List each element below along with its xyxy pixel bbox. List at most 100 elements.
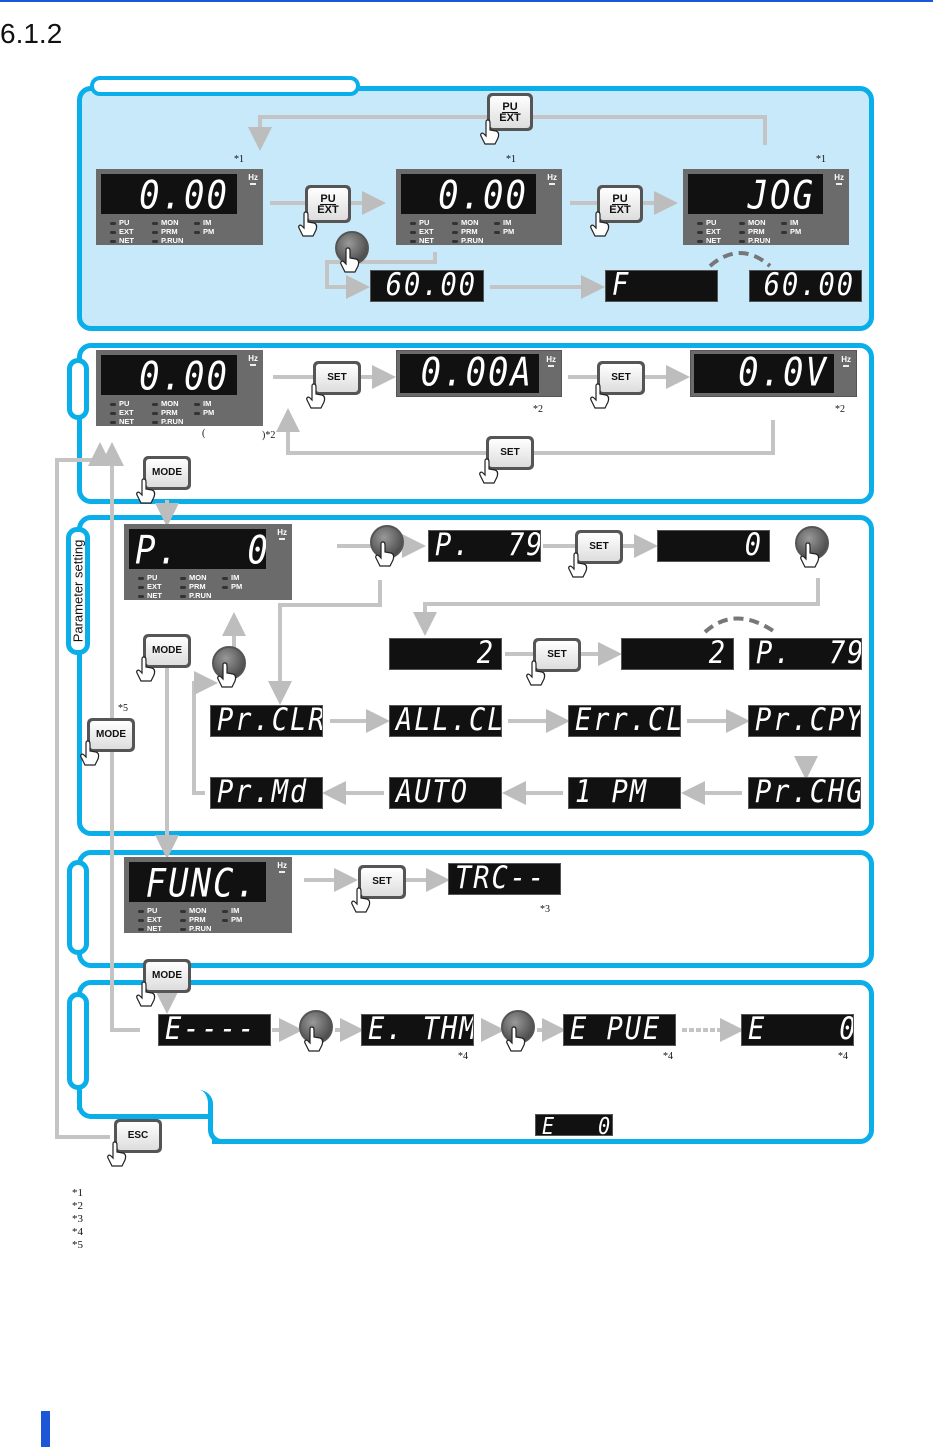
indicator-led-icon	[222, 576, 228, 580]
segment-display: P. 79	[428, 530, 541, 562]
indicator-led-icon	[194, 221, 200, 225]
footnote-ref: *1	[506, 154, 516, 165]
mode-button[interactable]: MODE	[143, 959, 191, 993]
indicator-label: PU	[119, 218, 130, 227]
indicator-prun: P.RUN	[180, 591, 211, 600]
footnote: *2	[72, 1200, 83, 1212]
hand-press-icon	[305, 383, 327, 409]
led-screen: JOG	[688, 174, 823, 214]
footnote-ref: *1	[816, 154, 826, 165]
segment-display: E 0	[535, 1114, 613, 1136]
indicator-label: PRM	[189, 915, 206, 924]
indicator-label: IM	[231, 906, 240, 915]
indicator-pm: PM	[222, 582, 242, 591]
indicator-label: MON	[748, 218, 766, 227]
indicator-label: PU	[706, 218, 717, 227]
indicator-led-icon	[739, 239, 745, 243]
button-face: SET	[316, 364, 358, 392]
mode-button[interactable]: MODE	[143, 456, 191, 490]
blink-arrow	[708, 251, 772, 268]
indicator-prun: P.RUN	[452, 236, 483, 245]
segment-display: AUTO	[389, 777, 502, 809]
hand-press-icon	[135, 656, 157, 682]
arrow	[100, 442, 140, 1032]
indicator-im: IM	[222, 573, 239, 582]
indicator-label: NET	[419, 236, 434, 245]
button-label: SET	[547, 649, 567, 660]
indicator-label: PM	[503, 227, 515, 236]
segment-readout: E. THM	[368, 1014, 474, 1046]
hand-press-icon	[350, 887, 372, 913]
indicator-led-icon	[410, 239, 416, 243]
indicator-label: PU	[119, 399, 130, 408]
indicator-led-icon	[110, 402, 116, 406]
button-label-ext: EXT	[609, 203, 631, 216]
set-button[interactable]: SET	[486, 436, 534, 470]
indicator-im: IM	[194, 218, 211, 227]
mode-button[interactable]: MODE	[143, 634, 191, 668]
indicator-led-icon	[180, 918, 186, 922]
indicator-prm: PRM	[739, 227, 765, 236]
footnote-ref: )*2	[262, 430, 276, 441]
arrow	[192, 671, 218, 795]
indicator-led-icon	[781, 221, 787, 225]
set-button[interactable]: SET	[597, 361, 645, 395]
led-readout: 0.00	[438, 174, 528, 214]
indicator-led-icon	[110, 230, 116, 234]
indicator-net: NET	[138, 591, 162, 600]
footnote-ref: *3	[540, 904, 550, 915]
indicator-label: MON	[189, 906, 207, 915]
mode-button[interactable]: MODE	[87, 718, 135, 752]
hand-press-icon	[135, 981, 157, 1007]
footnote-ref: *4	[838, 1051, 848, 1062]
led-screen: FUNC.	[129, 862, 266, 902]
arrow	[325, 252, 437, 299]
indicator-label: IM	[790, 218, 799, 227]
button-face: MODE	[90, 721, 132, 749]
indicator-pu: PU	[697, 218, 716, 227]
indicator-prm: PRM	[152, 408, 178, 417]
arrow	[55, 442, 112, 1139]
segment-display: 2	[389, 638, 502, 670]
set-button[interactable]: SET	[533, 638, 581, 672]
segment-readout: Pr.CPY	[755, 705, 861, 737]
frame-monitor	[77, 343, 874, 504]
button-label-ext: EXT	[499, 111, 521, 124]
indicator-led-icon	[697, 230, 703, 234]
indicator-label: PM	[790, 227, 802, 236]
indicator-label: IM	[503, 218, 512, 227]
button-label: ESC	[127, 1130, 149, 1141]
indicator-label: PRM	[748, 227, 765, 236]
indicator-led-icon	[138, 585, 144, 589]
indicator-led-icon	[138, 918, 144, 922]
hand-turn-icon	[339, 247, 361, 273]
title-box	[90, 76, 360, 96]
indicator-led-icon	[138, 909, 144, 913]
indicator-label: NET	[119, 417, 134, 426]
set-button[interactable]: SET	[313, 361, 361, 395]
indicator-pu: PU	[138, 573, 157, 582]
set-button[interactable]: SET	[575, 530, 623, 564]
hand-press-icon	[135, 478, 157, 504]
indicator-label: PU	[419, 218, 430, 227]
indicator-led-icon	[180, 909, 186, 913]
indicator-led-icon	[194, 230, 200, 234]
footnote-ref: *2	[533, 404, 543, 415]
indicator-net: NET	[110, 236, 134, 245]
footnote-ref: *4	[663, 1051, 673, 1062]
indicator-im: IM	[494, 218, 511, 227]
led-readout: P. 0	[135, 529, 266, 569]
indicator-im: IM	[194, 399, 211, 408]
esc-button[interactable]: ESC	[114, 1119, 162, 1153]
indicator-led-icon	[152, 411, 158, 415]
segment-display: 60.00	[370, 270, 484, 302]
segment-readout: E PUE	[570, 1014, 662, 1046]
set-button[interactable]: SET	[358, 865, 406, 899]
